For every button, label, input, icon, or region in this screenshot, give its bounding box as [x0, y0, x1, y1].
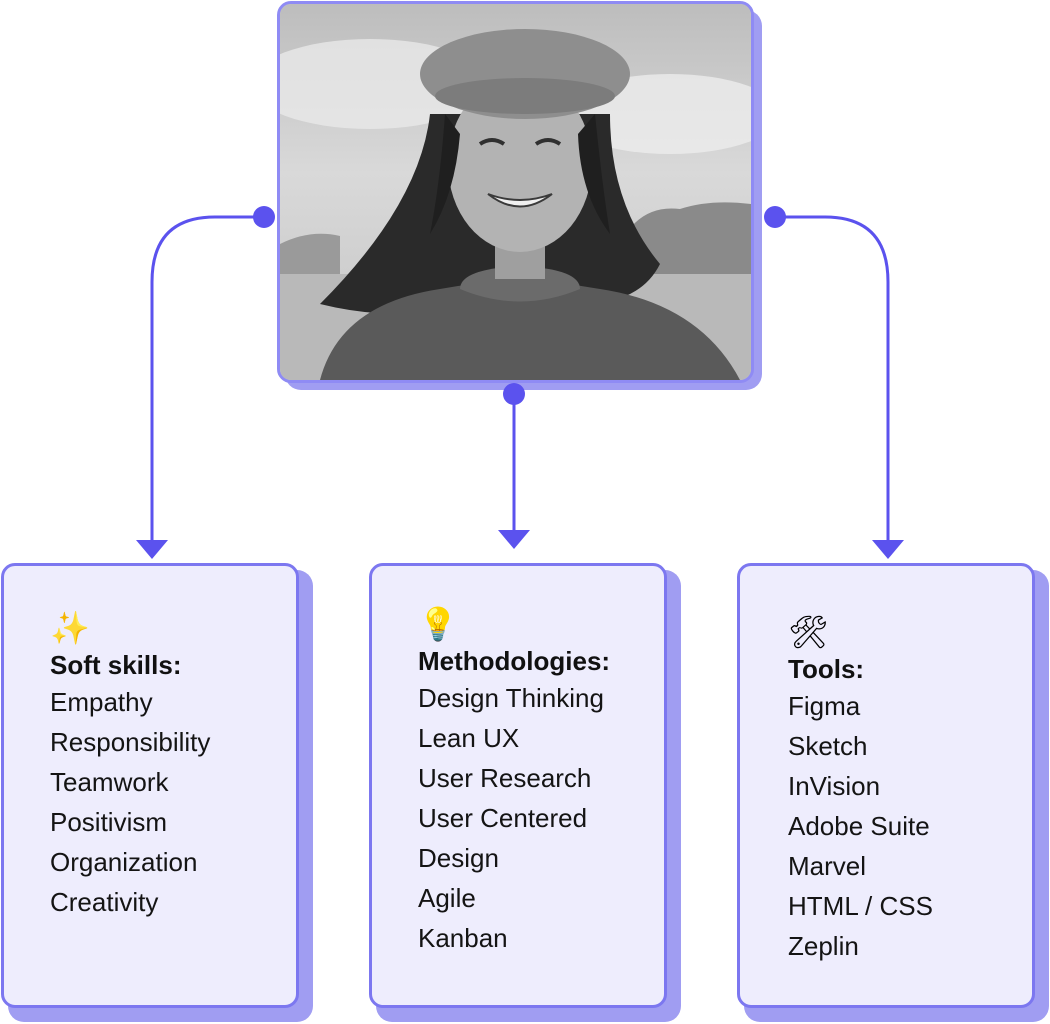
list-item: Agile: [418, 883, 476, 913]
connector-line-right: [775, 215, 890, 542]
arrowhead-center: [498, 530, 530, 549]
light-bulb-icon: 💡: [418, 605, 458, 643]
soft-skills-card: ✨ Soft skills: Empathy Responsibility Te…: [1, 563, 299, 1008]
list-item: Creativity: [50, 887, 159, 917]
list-item: Zeplin: [788, 931, 859, 961]
list-item: Teamwork: [50, 767, 169, 797]
list-item: HTML / CSS: [788, 891, 933, 921]
connector-dot-right: [764, 206, 786, 228]
methodologies-list: Design Thinking Lean UX User Research Us…: [418, 678, 664, 958]
list-item: Adobe Suite: [788, 811, 930, 841]
list-item: InVision: [788, 771, 881, 801]
soft-skills-list: Empathy Responsibility Teamwork Positivi…: [50, 682, 296, 922]
list-item: Responsibility: [50, 727, 211, 757]
list-item: Positivism: [50, 807, 168, 837]
list-item: Figma: [788, 691, 861, 721]
list-item: Empathy: [50, 687, 153, 717]
list-item: Organization: [50, 847, 198, 877]
methodologies-card: 💡 Methodologies: Design Thinking Lean UX…: [369, 563, 667, 1008]
list-item: User Research: [418, 763, 592, 793]
tools-card: 🛠 Tools: Figma Sketch InVision Adobe Sui…: [737, 563, 1035, 1008]
methodologies-heading: Methodologies:: [418, 646, 611, 676]
tools-list: Figma Sketch InVision Adobe Suite Marvel…: [788, 686, 1032, 966]
list-item: Marvel: [788, 851, 867, 881]
sparkles-icon: ✨: [50, 609, 90, 647]
arrowhead-left: [136, 540, 168, 559]
list-item: Design: [418, 843, 499, 873]
connector-dot-left: [253, 206, 275, 228]
list-item: Lean UX: [418, 723, 520, 753]
list-item: Design Thinking: [418, 683, 604, 713]
hammer-and-wrench-icon: 🛠: [788, 613, 829, 651]
profile-photo: [277, 1, 754, 383]
list-item: Kanban: [418, 923, 508, 953]
portrait-image: [280, 4, 751, 380]
arrowhead-right: [872, 540, 904, 559]
list-item: User Centered: [418, 803, 588, 833]
connector-line-left: [150, 215, 264, 542]
tools-heading: Tools:: [788, 654, 865, 684]
soft-skills-heading: Soft skills:: [50, 650, 182, 680]
list-item: Sketch: [788, 731, 868, 761]
